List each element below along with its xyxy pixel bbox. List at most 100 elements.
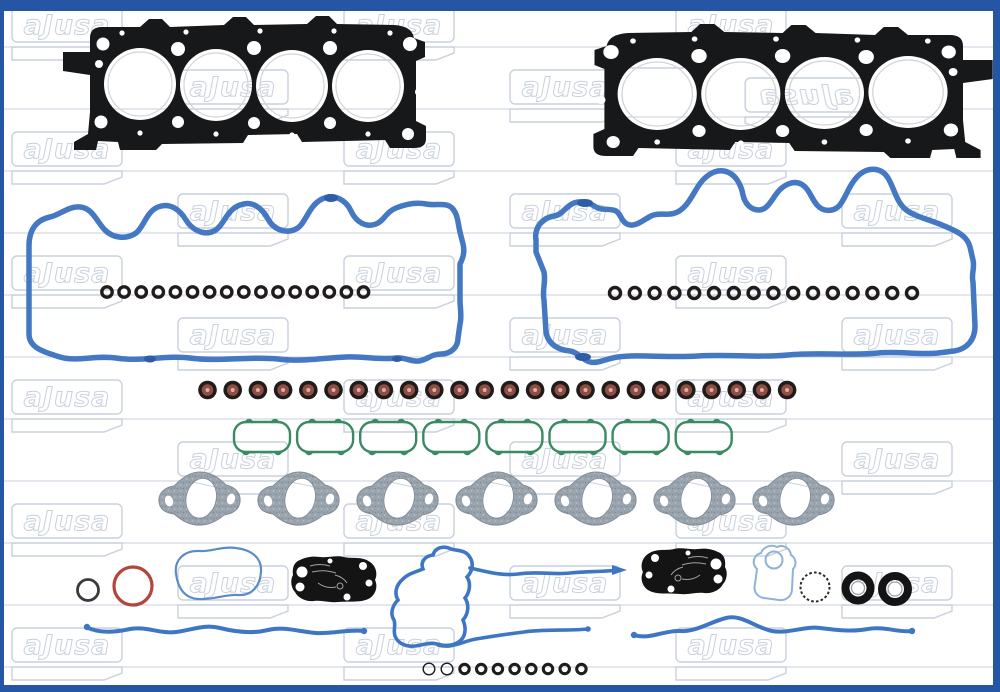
intake-port-gasket (485, 418, 544, 456)
intake-outline (611, 420, 670, 454)
front-cover-loop (390, 545, 474, 648)
valve-stem-seal (777, 380, 797, 400)
cover-seal (667, 285, 682, 301)
cover-seal (168, 285, 183, 299)
seal-center (507, 388, 512, 392)
strip-end (908, 627, 916, 635)
valve-stem-seal (677, 380, 696, 400)
cover-seal (202, 285, 217, 299)
gasket-knob (577, 199, 593, 207)
cover-seal (271, 285, 285, 299)
gasket-knob (575, 353, 591, 361)
bolt-hole (721, 493, 731, 505)
micro-oring (491, 662, 505, 676)
cover-seal-row-left (100, 285, 371, 299)
bolt-hole (226, 493, 236, 505)
exhaust-port-gasket (158, 471, 241, 526)
cover-seal (904, 285, 920, 301)
exhaust-port-hole (185, 478, 217, 519)
front-cover-tail-bottom (436, 627, 590, 648)
valve-stem-seal (349, 380, 369, 400)
valve-stem-seal (324, 380, 343, 400)
micro-oring (458, 662, 471, 676)
gasket-knob (392, 356, 402, 362)
intake-notches (304, 418, 346, 456)
cover-seal (766, 285, 781, 301)
seal-center (457, 388, 462, 392)
intake-notches (368, 418, 409, 456)
valve-stem-seal (425, 380, 444, 400)
seal-center (558, 388, 563, 392)
micro-oring-thin (440, 662, 454, 676)
intake-outline (485, 420, 544, 454)
cover-seal (686, 285, 702, 301)
exhaust-port-gasket-row (158, 471, 835, 526)
bolt-hole (325, 493, 335, 505)
cover-seal (305, 285, 320, 299)
intake-port-gasket (674, 418, 733, 456)
frame-border-top (0, 0, 1000, 11)
valve-stem-seal (374, 380, 394, 400)
bolt-hole (659, 495, 669, 507)
cover-seal (706, 285, 722, 301)
intake-notches (431, 418, 472, 456)
bolt-hole (820, 493, 830, 505)
push-in-strip-left (84, 624, 366, 636)
seal-center (709, 388, 714, 392)
frame-border-bottom (0, 685, 1000, 692)
cover-seal (151, 285, 166, 299)
micro-oring (508, 662, 521, 676)
strip-end (83, 623, 91, 631)
micro-oring-row (422, 662, 588, 676)
seal-bore (887, 581, 903, 597)
cover-seal (322, 285, 337, 299)
valve-cover-gasket-right (532, 166, 978, 366)
frame-border-right (993, 0, 1000, 692)
head-gasket-left (63, 16, 426, 150)
intake-outline (548, 420, 607, 454)
bolt-hole (461, 495, 471, 507)
cover-seal (185, 285, 200, 299)
shaft-seal (841, 571, 875, 605)
exhaust-port-gasket (356, 471, 439, 526)
micro-oring-thin (422, 662, 436, 676)
seal-center (306, 388, 311, 392)
cover-plate-body (291, 556, 377, 603)
valve-stem-seal (450, 380, 469, 400)
intake-notches (620, 418, 661, 456)
cover-seal (805, 285, 821, 301)
seal-center (482, 388, 487, 392)
thermostat-port (764, 550, 784, 570)
seal-body (841, 571, 875, 605)
valve-stem-seal (399, 380, 419, 400)
cover-seal (339, 285, 354, 299)
bolt-hole (164, 495, 174, 507)
shaft-seal (878, 572, 912, 606)
frame-border-left (0, 0, 4, 692)
strip-end (360, 627, 368, 635)
valve-stem-seal (273, 380, 293, 400)
seal-center (407, 388, 412, 392)
exhaust-port-hole (779, 478, 811, 519)
plate-engraving (336, 582, 344, 590)
micro-oring (525, 662, 538, 676)
cover-seal (785, 285, 801, 301)
intake-outline (359, 420, 418, 454)
intake-port-gasket (422, 418, 481, 456)
peanut-gasket (174, 546, 263, 601)
seal-bore (850, 580, 866, 596)
push-in-strip-right (632, 615, 914, 639)
cover-plate-left (291, 556, 377, 603)
intake-notches (494, 418, 535, 456)
exhaust-port-gasket (257, 471, 340, 526)
cover-seal (134, 285, 149, 299)
cover-seal (746, 285, 761, 301)
valve-cover-gasket-outline (26, 194, 467, 364)
seal-center (281, 388, 286, 392)
exhaust-port-gasket (653, 471, 736, 526)
bolt-hole (622, 493, 632, 505)
plate-holes (295, 558, 373, 601)
seal-center (659, 388, 664, 392)
valve-cover-gasket-left (26, 194, 467, 364)
